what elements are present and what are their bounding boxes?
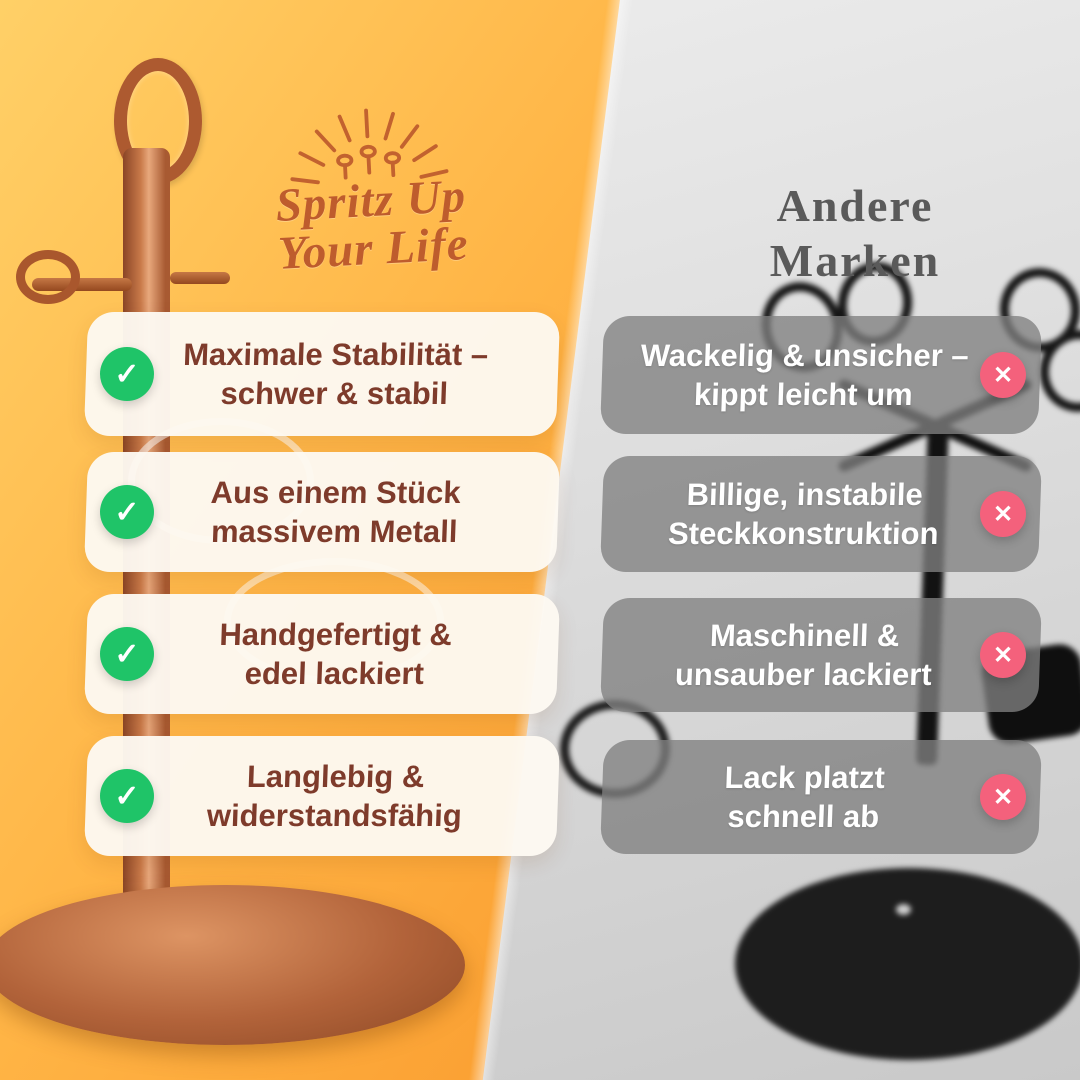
pro-text-line1: Handgefertigt & xyxy=(218,616,453,652)
stand-cup-holder-ring xyxy=(16,250,80,304)
con-text-line2: Steckkonstruktion xyxy=(667,516,940,551)
check-icon: ✓ xyxy=(100,769,154,823)
brand-logo: Spritz Up Your Life xyxy=(218,90,523,281)
x-icon: ✕ xyxy=(980,352,1026,398)
pro-text-line1: Langlebig & xyxy=(246,758,425,794)
pro-item: ✓ Langlebig & widerstandsfähig xyxy=(83,736,561,856)
con-text-line1: Maschinell & xyxy=(709,617,901,653)
pro-item: ✓ Maximale Stabilität – schwer & stabil xyxy=(83,312,561,436)
competitor-base xyxy=(735,868,1080,1060)
con-text-line1: Wackelig & unsicher – xyxy=(640,337,970,373)
logo-rays-icon xyxy=(290,108,449,185)
pro-text-line1: Maximale Stabilität – xyxy=(182,336,489,372)
con-item: Maschinell & unsauber lackiert ✕ xyxy=(600,598,1042,712)
x-icon: ✕ xyxy=(980,632,1026,678)
con-text-line1: Billige, instabile xyxy=(686,476,924,512)
pro-text-line1: Aus einem Stück xyxy=(210,474,462,510)
competitor-heading-line1: Andere xyxy=(776,180,934,231)
con-item: Lack platzt schnell ab ✕ xyxy=(600,740,1042,854)
stand-base xyxy=(0,885,465,1045)
check-icon: ✓ xyxy=(100,627,154,681)
check-icon: ✓ xyxy=(100,485,154,539)
con-item: Billige, instabile Steckkonstruktion ✕ xyxy=(599,456,1043,572)
check-icon: ✓ xyxy=(100,347,154,401)
competitor-base-hole xyxy=(896,904,911,915)
con-text-line1: Lack platzt xyxy=(723,759,886,795)
con-text-line2: unsauber lackiert xyxy=(674,657,933,692)
con-item: Wackelig & unsicher – kippt leicht um ✕ xyxy=(599,316,1043,434)
pro-text-line2: edel lackiert xyxy=(244,656,425,691)
con-text-line2: schnell ab xyxy=(726,799,880,834)
competitor-heading-line2: Marken xyxy=(769,235,941,287)
stand-arm xyxy=(170,272,230,284)
pro-item: ✓ Handgefertigt & edel lackiert xyxy=(83,594,561,714)
x-icon: ✕ xyxy=(980,491,1026,537)
competitor-heading: Andere Marken xyxy=(635,178,1075,288)
x-icon: ✕ xyxy=(980,774,1026,820)
con-text-line2: kippt leicht um xyxy=(693,377,914,412)
pro-text-line2: widerstandsfähig xyxy=(206,798,463,833)
pro-text-line2: massivem Metall xyxy=(210,514,459,549)
pro-item: ✓ Aus einem Stück massivem Metall xyxy=(83,452,561,572)
pro-text-line2: schwer & stabil xyxy=(219,376,449,411)
